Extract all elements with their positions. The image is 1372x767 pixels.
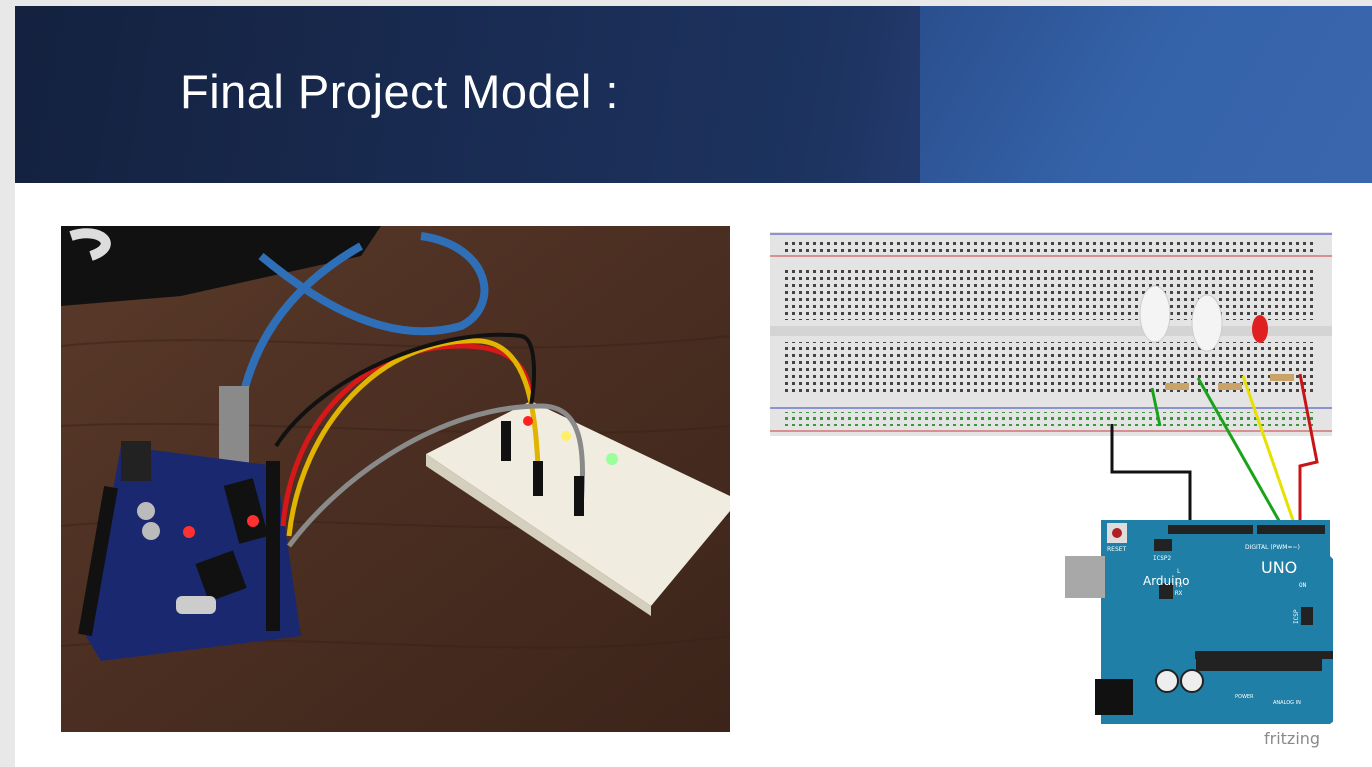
analog-label: ANALOG IN xyxy=(1273,700,1301,706)
wire-red xyxy=(1298,373,1319,526)
slide-title: Final Project Model : xyxy=(180,65,619,118)
chip xyxy=(1196,651,1322,671)
reset-label: RESET xyxy=(1107,546,1127,553)
reset-button xyxy=(1112,528,1122,538)
usb-port xyxy=(1065,556,1105,598)
icsp2-label: ICSP2 xyxy=(1153,555,1171,562)
arduino-logo-text: Arduino xyxy=(1143,574,1189,588)
wire-yellow xyxy=(1241,375,1297,527)
project-photo xyxy=(61,226,730,732)
led-green-lit xyxy=(606,453,618,465)
arduino-uno: Arduino UNO RESET ICSP2 ICSP L TX RX ON … xyxy=(1065,520,1333,724)
breadboard xyxy=(770,232,1332,436)
title-banner-accent xyxy=(920,6,1372,183)
black-wire xyxy=(274,332,536,448)
fritzing-circuit-diagram: Arduino UNO RESET ICSP2 ICSP L TX RX ON … xyxy=(770,232,1333,724)
yellow-wire xyxy=(286,338,542,537)
power-label: POWER xyxy=(1235,694,1254,700)
gray-wire xyxy=(286,403,586,548)
tx-led-label: TX xyxy=(1175,582,1183,589)
icsp-label: ICSP xyxy=(1293,609,1300,624)
wire-green xyxy=(1196,377,1284,527)
power-jack xyxy=(1095,679,1133,715)
l-led-label: L xyxy=(1177,568,1181,575)
on-led-label: ON xyxy=(1299,582,1307,589)
fritzing-watermark: fritzing xyxy=(1264,729,1321,748)
digital-label: DIGITAL (PWM=~) xyxy=(1245,544,1300,551)
resistors xyxy=(1165,374,1294,390)
white-cable xyxy=(69,228,111,261)
icsp-header xyxy=(1301,607,1313,625)
wire-gnd xyxy=(1110,424,1192,524)
rx-led-label: RX xyxy=(1175,590,1183,597)
icsp2-header xyxy=(1154,539,1172,551)
leds xyxy=(1139,285,1268,352)
laptop-edge xyxy=(61,226,381,306)
arduino-board-photo xyxy=(78,441,301,661)
uno-logo-text: UNO xyxy=(1261,558,1297,577)
usb-plug xyxy=(219,386,249,466)
